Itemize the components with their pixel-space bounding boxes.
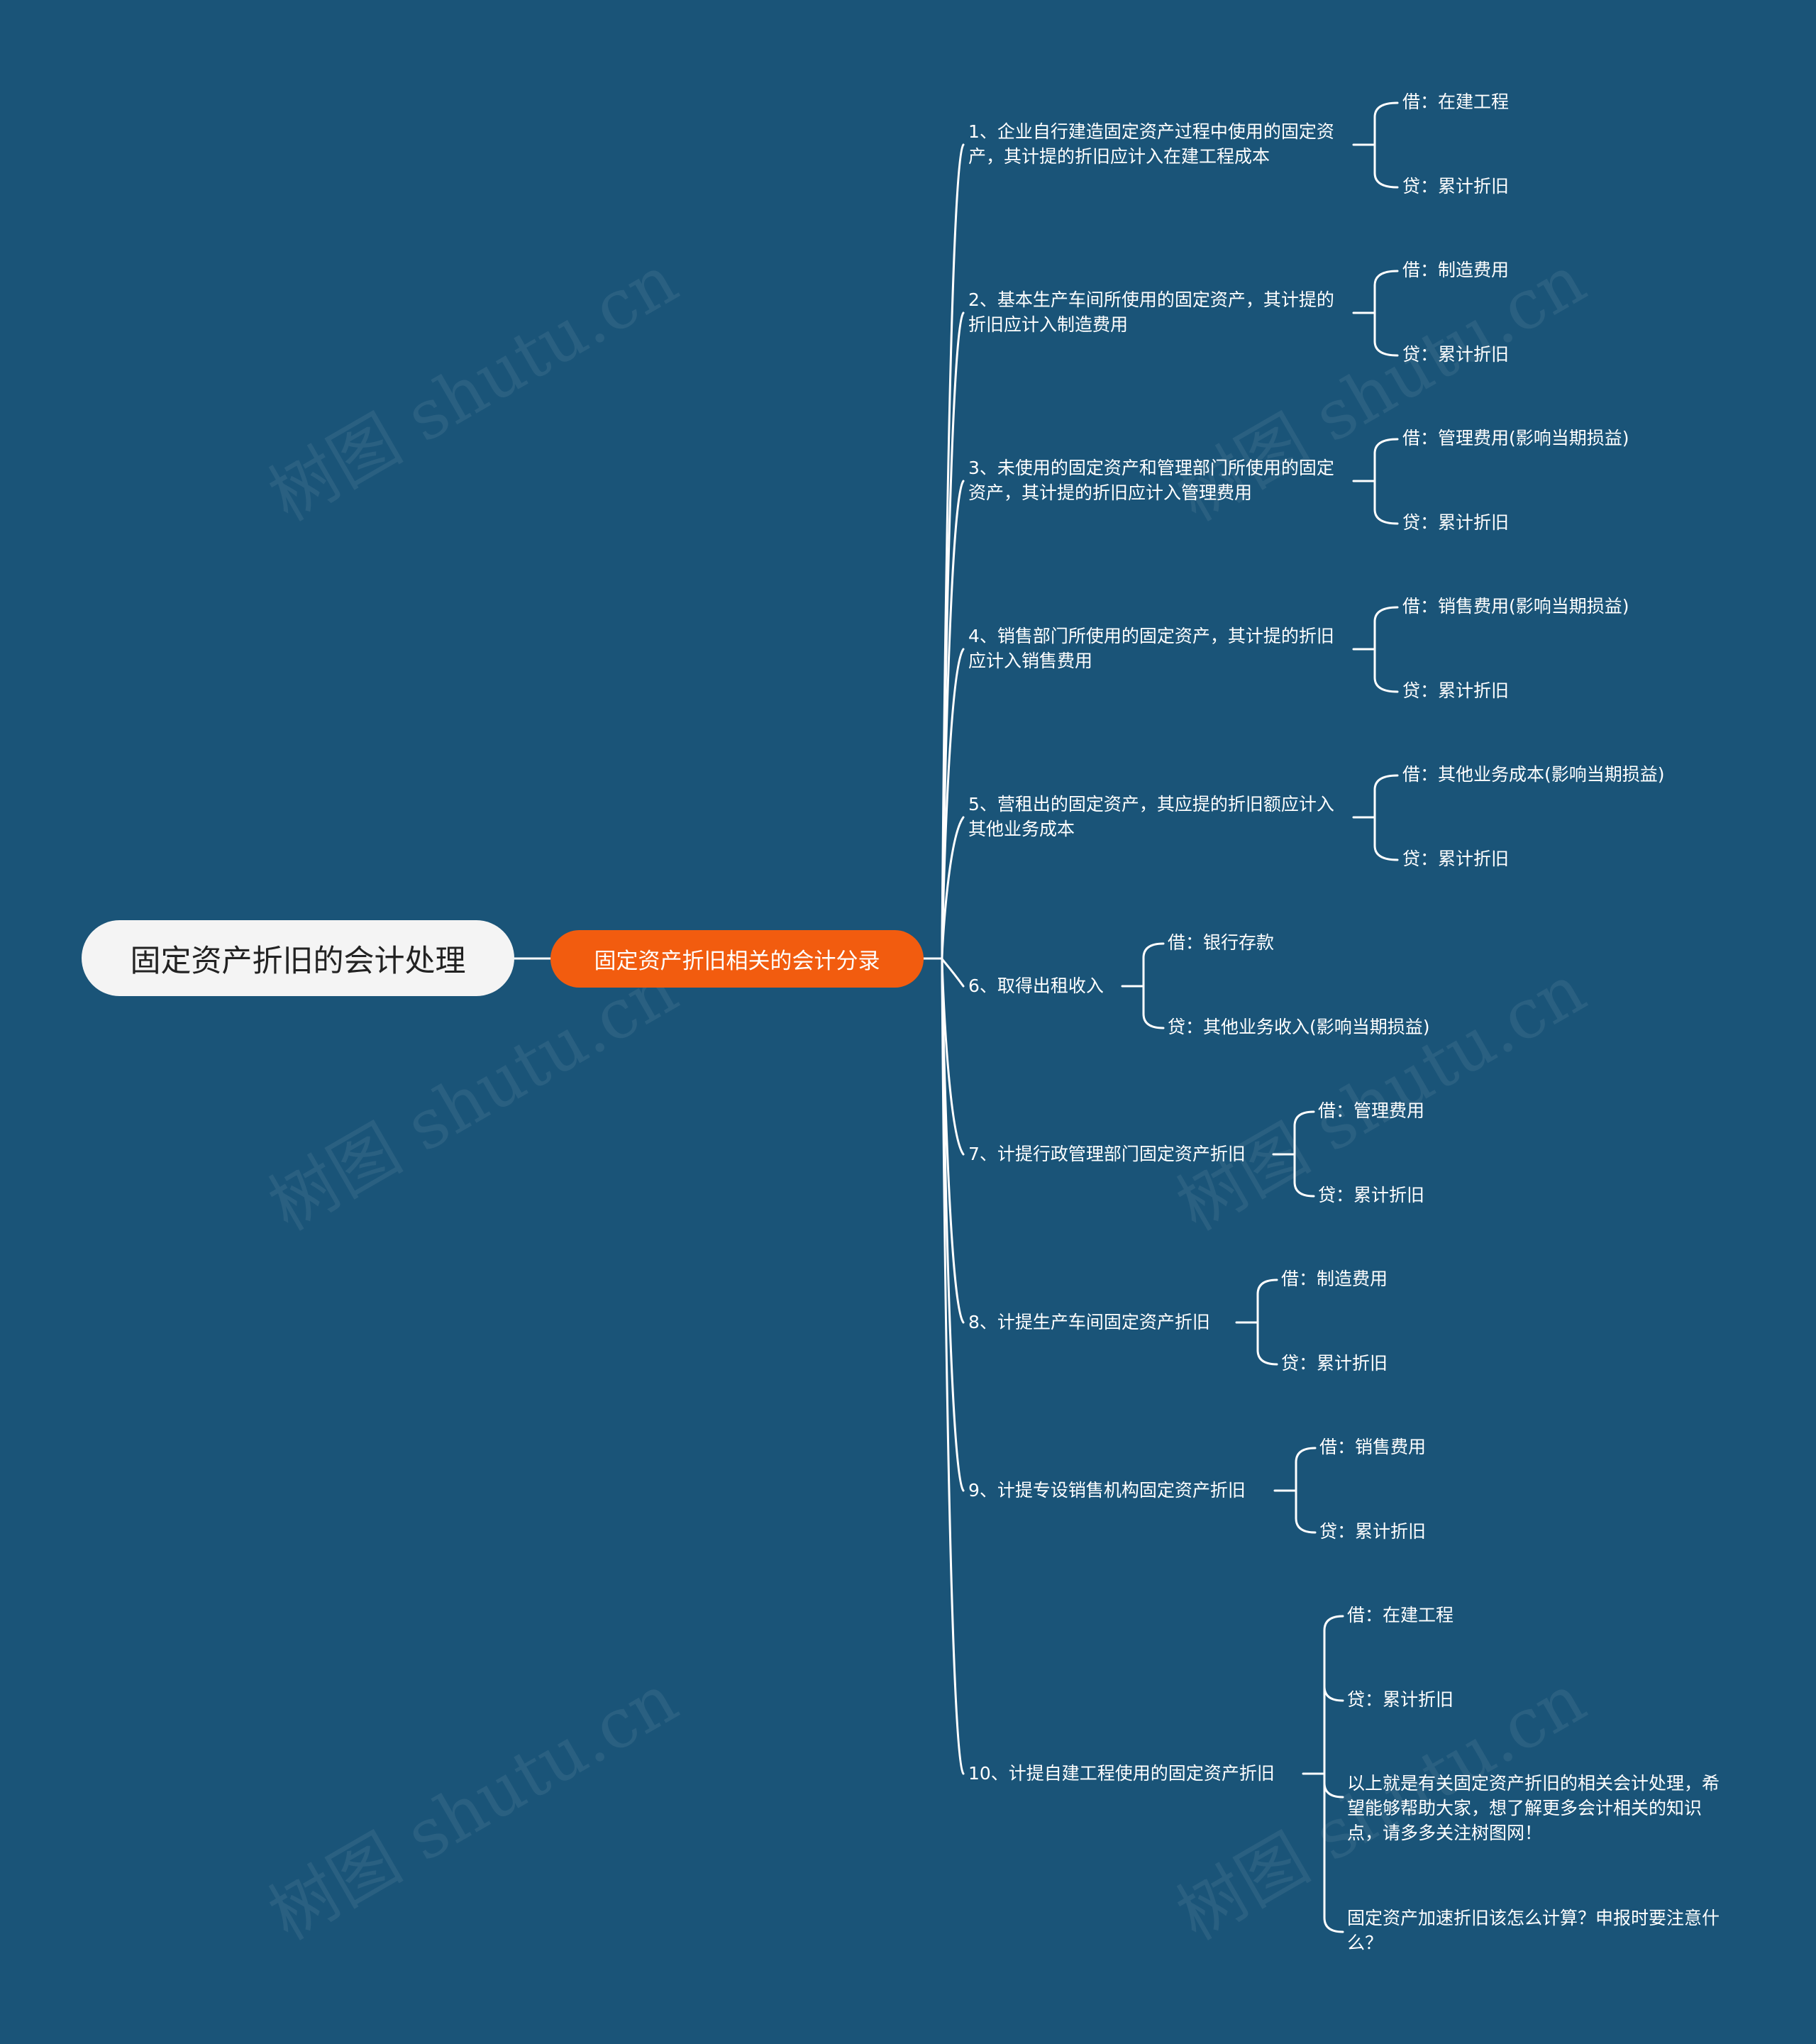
branch-node-4[interactable]: 4、销售部门所使用的固定资产，其计提的折旧应计入销售费用	[968, 626, 1334, 671]
branch-node-9[interactable]: 9、计提专设销售机构固定资产折旧	[968, 1480, 1246, 1501]
leaf-node-3-1[interactable]: 借：管理费用(影响当期损益)	[1402, 428, 1629, 448]
center-node[interactable]: 固定资产折旧相关的会计分录	[550, 930, 924, 988]
bracket-3	[1373, 438, 1399, 525]
branch-node-5[interactable]: 5、营租出的固定资产，其应提的折旧额应计入其他业务成本	[968, 794, 1334, 839]
leaf-node-8-2[interactable]: 贷：累计折旧	[1281, 1353, 1388, 1374]
branch-node-10[interactable]: 10、计提自建工程使用的固定资产折旧	[968, 1763, 1275, 1784]
bracket-10-mid-2	[1323, 1781, 1344, 1799]
leaf-node-10-1[interactable]: 借：在建工程	[1347, 1605, 1454, 1625]
leaf-node-4-1[interactable]: 借：销售费用(影响当期损益)	[1402, 596, 1629, 617]
leaf-node-4-2[interactable]: 贷：累计折旧	[1402, 680, 1510, 701]
bracket-7	[1293, 1110, 1315, 1198]
branch-connector-10	[941, 957, 965, 1775]
bracket-10	[1323, 1615, 1344, 1933]
branch-node-3[interactable]: 3、未使用的固定资产和管理部门所使用的固定资产，其计提的折旧应计入管理费用	[968, 458, 1334, 503]
bracket-4	[1373, 606, 1399, 693]
bracket-9	[1295, 1447, 1317, 1534]
branch-node-2[interactable]: 2、基本生产车间所使用的固定资产，其计提的折旧应计入制造费用	[968, 289, 1334, 335]
leaf-node-10-2[interactable]: 贷：累计折旧	[1347, 1689, 1454, 1710]
leaf-node-2-1[interactable]: 借：制造费用	[1402, 260, 1510, 280]
bracket-6	[1142, 942, 1165, 1029]
leaf-node-10-3[interactable]: 以上就是有关固定资产折旧的相关会计处理，希望能够帮助大家，想了解更多会计相关的知…	[1347, 1773, 1720, 1843]
bracket-10-mid-1	[1323, 1685, 1344, 1702]
leaf-node-2-2[interactable]: 贷：累计折旧	[1402, 344, 1510, 365]
leaf-node-1-2[interactable]: 贷：累计折旧	[1402, 176, 1510, 197]
leaf-node-5-2[interactable]: 贷：累计折旧	[1402, 849, 1510, 869]
root-node[interactable]: 固定资产折旧的会计处理	[82, 920, 514, 996]
bracket-5	[1373, 774, 1399, 861]
leaf-node-7-2[interactable]: 贷：累计折旧	[1318, 1185, 1425, 1205]
branch-connector-6	[941, 957, 965, 988]
leaf-node-8-1[interactable]: 借：制造费用	[1281, 1269, 1388, 1289]
root-label: 固定资产折旧的会计处理	[130, 943, 466, 979]
leaf-node-3-2[interactable]: 贷：累计折旧	[1402, 512, 1510, 533]
branch-node-6[interactable]: 6、取得出租收入	[968, 976, 1104, 996]
leaf-node-9-2[interactable]: 贷：累计折旧	[1319, 1521, 1427, 1542]
branch-node-1[interactable]: 1、企业自行建造固定资产过程中使用的固定资产，其计提的折旧应计入在建工程成本	[968, 121, 1334, 167]
bracket-1	[1373, 101, 1399, 189]
branch-node-7[interactable]: 7、计提行政管理部门固定资产折旧	[968, 1144, 1246, 1164]
leaf-node-5-1[interactable]: 借：其他业务成本(影响当期损益)	[1402, 764, 1665, 785]
leaf-node-6-2[interactable]: 贷：其他业务收入(影响当期损益)	[1168, 1017, 1430, 1037]
leaf-node-1-1[interactable]: 借：在建工程	[1402, 92, 1510, 112]
branch-connector-5	[941, 816, 965, 960]
leaf-node-9-1[interactable]: 借：销售费用	[1319, 1437, 1427, 1457]
leaf-node-10-4[interactable]: 固定资产加速折旧该怎么计算？申报时要注意什么？	[1347, 1908, 1720, 1953]
bracket-2	[1373, 270, 1399, 357]
leaf-node-7-1[interactable]: 借：管理费用	[1318, 1100, 1425, 1121]
leaf-node-6-1[interactable]: 借：银行存款	[1168, 932, 1275, 953]
bracket-8	[1256, 1278, 1278, 1366]
branch-node-8[interactable]: 8、计提生产车间固定资产折旧	[968, 1312, 1210, 1332]
center-label: 固定资产折旧相关的会计分录	[594, 949, 880, 974]
